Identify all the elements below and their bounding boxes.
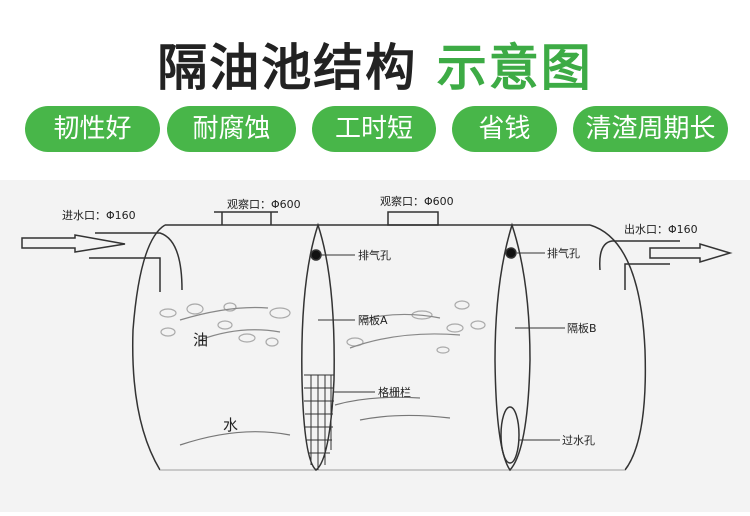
tag-toughness: 韧性好	[25, 106, 160, 152]
oil-droplets	[159, 300, 486, 354]
baffle-b	[494, 222, 531, 472]
tank-outline	[131, 224, 647, 471]
tag-save-money: 省钱	[452, 106, 557, 152]
inlet-arrow-icon	[21, 234, 126, 253]
title-main: 隔油池结构	[157, 39, 418, 97]
tag-corrosion: 耐腐蚀	[167, 106, 296, 152]
outlet-label: 出水口：Φ160	[624, 222, 698, 236]
baffle-a	[301, 222, 335, 471]
tank-diagram: 进水口：Φ160 观察口：Φ600 观察口：Φ600 出水口：Φ160 排气孔 …	[0, 180, 750, 512]
vent-hole-2	[505, 247, 517, 259]
inlet-pipe	[89, 232, 183, 292]
inlet-label: 进水口：Φ160	[62, 209, 136, 222]
vent-2-label: 排气孔	[547, 246, 580, 260]
vent-1-label: 排气孔	[358, 248, 391, 262]
baffle-b-label: 隔板B	[567, 321, 597, 335]
tag-short-work: 工时短	[312, 106, 436, 152]
page-title: 隔油池结构 示意图	[0, 28, 750, 100]
outlet-arrow-icon	[649, 242, 733, 264]
manhole-2-label: 观察口：Φ600	[380, 194, 454, 208]
title-accent: 示意图	[436, 39, 593, 97]
grille-label: 格栅栏	[378, 385, 411, 399]
tag-long-cleaning: 清渣周期长	[573, 106, 728, 152]
overflow-label: 过水孔	[562, 434, 595, 447]
oil-label: 油	[193, 331, 208, 349]
manhole-1-label: 观察口：Φ600	[227, 197, 301, 211]
vent-hole-1	[310, 249, 322, 261]
manhole-2	[387, 211, 439, 226]
baffle-a-label: 隔板A	[358, 313, 388, 327]
grille	[304, 374, 334, 470]
water-waves	[179, 396, 451, 446]
overflow-hole	[500, 406, 520, 464]
outlet-pipe	[599, 240, 680, 290]
manhole-1	[214, 211, 278, 225]
water-label: 水	[223, 416, 238, 434]
